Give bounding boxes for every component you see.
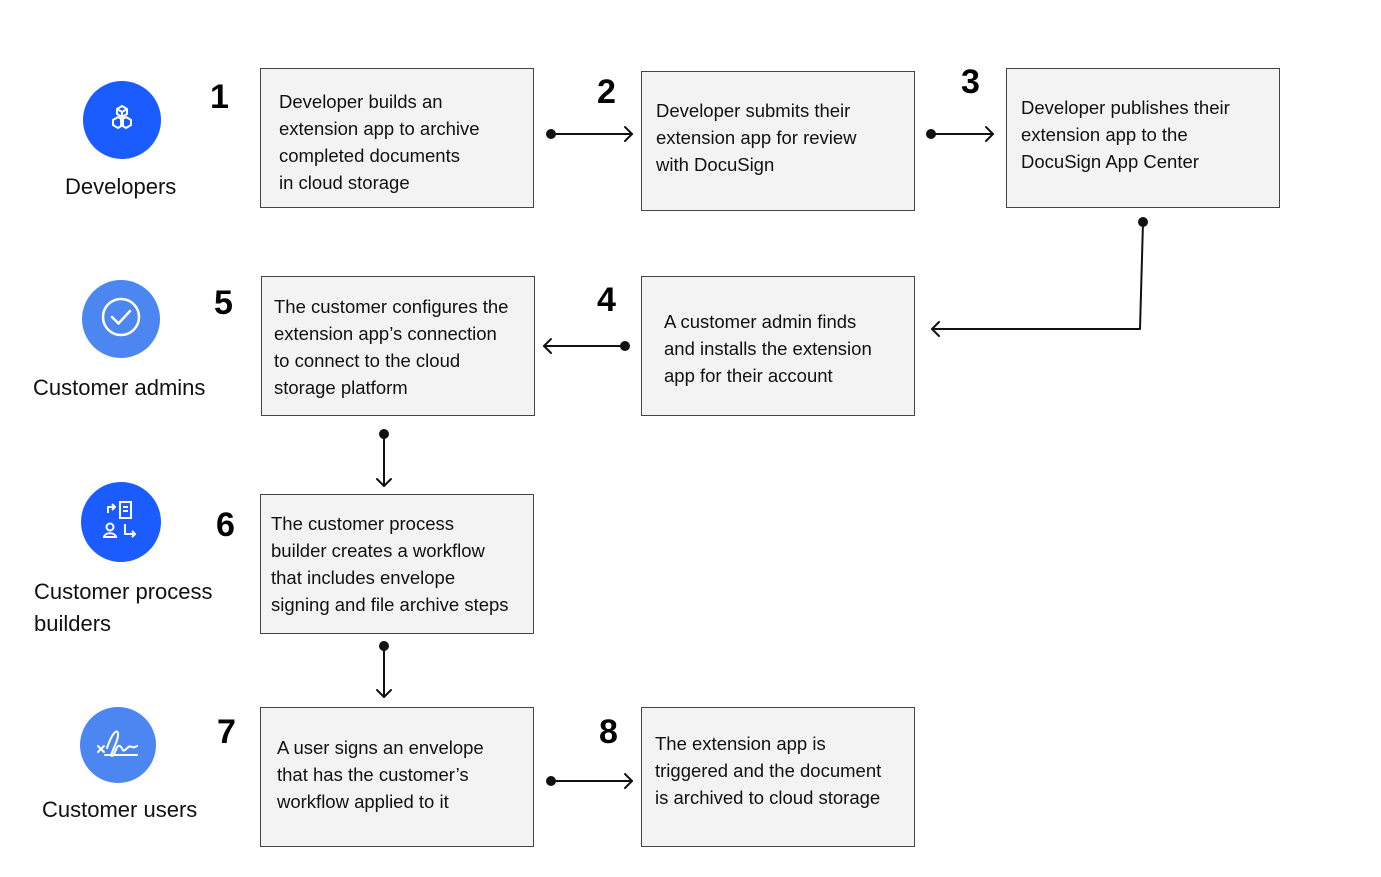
connector-5-to-6 bbox=[376, 433, 392, 487]
connector-7-to-8 bbox=[550, 773, 633, 789]
signature-icon bbox=[95, 726, 141, 765]
step-box-4: A customer admin finds and installs the … bbox=[641, 276, 915, 416]
step-number-3: 3 bbox=[961, 63, 980, 101]
step-box-1: Developer builds an extension app to arc… bbox=[260, 68, 534, 208]
connector-1-to-2 bbox=[550, 126, 633, 142]
step-number-4: 4 bbox=[597, 281, 616, 319]
connector-dot-6 bbox=[379, 641, 389, 651]
step-number-2: 2 bbox=[597, 73, 616, 111]
customer-admins-icon-circle bbox=[82, 280, 160, 358]
check-circle-icon bbox=[99, 295, 143, 344]
cube-stack-icon bbox=[107, 103, 137, 138]
connector-2-to-3 bbox=[930, 126, 994, 142]
connector-dot-1 bbox=[546, 129, 556, 139]
step-number-1: 1 bbox=[210, 78, 229, 116]
connector-4-to-5 bbox=[543, 338, 626, 354]
step-number-7: 7 bbox=[217, 713, 236, 751]
connector-dot-3 bbox=[1138, 217, 1148, 227]
step-number-6: 6 bbox=[216, 506, 235, 544]
connector-dot-4 bbox=[620, 341, 630, 351]
role-label-customer-admins: Customer admins bbox=[33, 375, 206, 400]
step-number-5: 5 bbox=[214, 284, 233, 322]
step-box-6: The customer process builder creates a w… bbox=[260, 494, 534, 634]
developers-icon-circle bbox=[83, 81, 161, 159]
connector-dot-2 bbox=[926, 129, 936, 139]
workflow-icon bbox=[102, 500, 139, 545]
step-box-8: The extension app is triggered and the d… bbox=[641, 707, 915, 847]
connector-3-to-4 bbox=[931, 221, 1144, 337]
step-box-3: Developer publishes their extension app … bbox=[1006, 68, 1280, 208]
step-box-7: A user signs an envelope that has the cu… bbox=[260, 707, 534, 847]
connector-dot-7 bbox=[546, 776, 556, 786]
role-label-developers: Developers bbox=[65, 174, 177, 199]
role-label-customer-users: Customer users bbox=[42, 797, 198, 822]
step-box-5: The customer configures the extension ap… bbox=[261, 276, 535, 416]
customer-process-builders-icon-circle bbox=[81, 482, 161, 562]
step-number-8: 8 bbox=[599, 713, 618, 751]
role-label-customer-process-builders: Customer process builders bbox=[34, 579, 213, 636]
connector-6-to-7 bbox=[376, 645, 392, 698]
step-box-2: Developer submits their extension app fo… bbox=[641, 71, 915, 211]
customer-users-icon-circle bbox=[80, 707, 156, 783]
connector-dot-5 bbox=[379, 429, 389, 439]
